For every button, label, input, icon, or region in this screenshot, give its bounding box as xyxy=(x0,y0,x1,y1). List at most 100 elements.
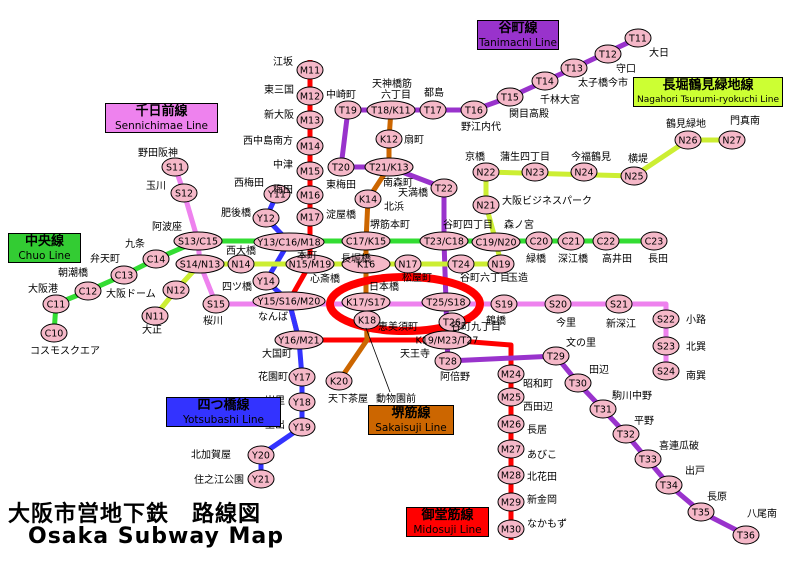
station-t26[interactable]: T26 xyxy=(438,312,466,332)
station-s22[interactable]: S22 xyxy=(652,309,680,329)
station-t20[interactable]: T20 xyxy=(327,157,355,177)
station-t11[interactable]: T11 xyxy=(624,28,652,48)
station-t14[interactable]: T14 xyxy=(531,71,559,91)
station-n24[interactable]: N24 xyxy=(570,162,598,182)
station-m30[interactable]: M30 xyxy=(497,519,525,539)
station-t23-c18[interactable]: T23/C18 xyxy=(419,231,469,251)
station-t28[interactable]: T28 xyxy=(434,351,462,371)
station-t24[interactable]: T24 xyxy=(447,254,475,274)
station-n15-m19[interactable]: N15/M19 xyxy=(285,254,335,274)
station-m14[interactable]: M14 xyxy=(296,136,324,156)
station-y11[interactable]: Y11 xyxy=(263,184,291,204)
station-y19[interactable]: Y19 xyxy=(288,417,316,437)
station-c17-k15[interactable]: C17/K15 xyxy=(341,231,391,251)
station-c13[interactable]: C13 xyxy=(110,265,138,285)
station-n19[interactable]: N19 xyxy=(487,254,515,274)
station-c14[interactable]: C14 xyxy=(142,249,170,269)
station-m16[interactable]: M16 xyxy=(296,185,324,205)
station-t25-s18[interactable]: T25/S18 xyxy=(421,292,471,312)
station-s24[interactable]: S24 xyxy=(652,361,680,381)
station-t16[interactable]: T16 xyxy=(460,100,488,120)
station-n14[interactable]: N14 xyxy=(227,254,255,274)
station-y18[interactable]: Y18 xyxy=(288,392,316,412)
station-y16-m21[interactable]: Y16/M21 xyxy=(274,330,324,350)
station-m15[interactable]: M15 xyxy=(296,161,324,181)
station-s12[interactable]: S12 xyxy=(170,183,198,203)
station-n27[interactable]: N27 xyxy=(718,130,746,150)
station-m24[interactable]: M24 xyxy=(497,364,525,384)
station-y17[interactable]: Y17 xyxy=(288,367,316,387)
station-m11[interactable]: M11 xyxy=(296,60,324,80)
station-m13[interactable]: M13 xyxy=(296,110,324,130)
station-t18-k11[interactable]: T18/K11 xyxy=(366,100,416,120)
station-t32[interactable]: T32 xyxy=(612,424,640,444)
station-c22[interactable]: C22 xyxy=(592,231,620,251)
station-n26[interactable]: N26 xyxy=(674,130,702,150)
station-t15[interactable]: T15 xyxy=(496,87,524,107)
station-c20[interactable]: C20 xyxy=(525,231,553,251)
station-s19[interactable]: S19 xyxy=(490,294,518,314)
station-t31[interactable]: T31 xyxy=(589,399,617,419)
station-k14[interactable]: K14 xyxy=(354,189,382,209)
station-y20[interactable]: Y20 xyxy=(247,445,275,465)
station-c10[interactable]: C10 xyxy=(40,323,68,343)
label-imafuku: 今福鶴見 xyxy=(571,150,611,163)
station-m12[interactable]: M12 xyxy=(296,86,324,106)
station-t30[interactable]: T30 xyxy=(564,373,592,393)
station-t21-k13[interactable]: T21/K13 xyxy=(364,157,414,177)
station-y15-s16-m20[interactable]: Y15/S16/M20 xyxy=(252,291,326,311)
label-umeda: 梅田 xyxy=(273,183,293,196)
station-t33[interactable]: T33 xyxy=(634,449,662,469)
station-k17-s17[interactable]: K17/S17 xyxy=(341,292,391,312)
station-m26[interactable]: M26 xyxy=(497,414,525,434)
station-c23[interactable]: C23 xyxy=(640,231,668,251)
station-c19-n20[interactable]: C19/N20 xyxy=(471,232,521,252)
station-n22[interactable]: N22 xyxy=(472,162,500,182)
station-n17[interactable]: N17 xyxy=(394,254,422,274)
station-m29[interactable]: M29 xyxy=(497,492,525,512)
station-marker xyxy=(141,306,169,326)
station-marker xyxy=(175,254,225,274)
station-n13[interactable]: S14/N13 xyxy=(175,254,225,274)
station-t12[interactable]: T12 xyxy=(594,44,622,64)
station-s21[interactable]: S21 xyxy=(605,294,633,314)
station-k16[interactable]: K16 xyxy=(341,254,391,274)
station-m25[interactable]: M25 xyxy=(497,387,525,407)
station-k19-m23-t27[interactable]: K19/M23/T27 xyxy=(416,330,479,350)
station-t36[interactable]: T36 xyxy=(732,525,760,545)
station-s20[interactable]: S20 xyxy=(544,294,572,314)
station-m17[interactable]: M17 xyxy=(296,207,324,227)
station-y12[interactable]: Y12 xyxy=(252,208,280,228)
station-n25[interactable]: N25 xyxy=(620,166,648,186)
station-c21[interactable]: C21 xyxy=(557,231,585,251)
station-s23[interactable]: S23 xyxy=(652,336,680,356)
station-marker xyxy=(296,207,324,227)
station-t22[interactable]: T22 xyxy=(430,178,458,198)
station-n12[interactable]: N12 xyxy=(162,280,190,300)
station-k20[interactable]: K20 xyxy=(325,371,353,391)
station-c12[interactable]: C12 xyxy=(74,281,102,301)
station-marker xyxy=(274,330,324,350)
station-y21[interactable]: Y21 xyxy=(247,469,275,489)
station-n23[interactable]: N23 xyxy=(521,162,549,182)
station-y14[interactable]: Y14 xyxy=(252,271,280,291)
station-t17[interactable]: T17 xyxy=(419,100,447,120)
station-m27[interactable]: M27 xyxy=(497,439,525,459)
station-k12[interactable]: K12 xyxy=(375,129,403,149)
station-t13[interactable]: T13 xyxy=(560,58,588,78)
station-s15[interactable]: S15 xyxy=(202,294,230,314)
station-n11[interactable]: N11 xyxy=(141,306,169,326)
station-m28[interactable]: M28 xyxy=(497,465,525,485)
label-sakuragawa: 桜川 xyxy=(203,314,223,327)
station-n21[interactable]: N21 xyxy=(472,195,500,215)
label-daikokucho: 大国町 xyxy=(262,347,292,360)
station-t35[interactable]: T35 xyxy=(687,502,715,522)
station-s11[interactable]: S11 xyxy=(161,157,189,177)
station-c15[interactable]: S13/C15 xyxy=(173,231,223,251)
station-k18[interactable]: K18 xyxy=(353,310,381,330)
station-t34[interactable]: T34 xyxy=(655,475,683,495)
station-t29[interactable]: T29 xyxy=(542,346,570,366)
station-y13-c16-m18[interactable]: Y13/C16/M18 xyxy=(253,232,325,252)
station-t19[interactable]: T19 xyxy=(334,100,362,120)
station-c11[interactable]: C11 xyxy=(42,294,70,314)
